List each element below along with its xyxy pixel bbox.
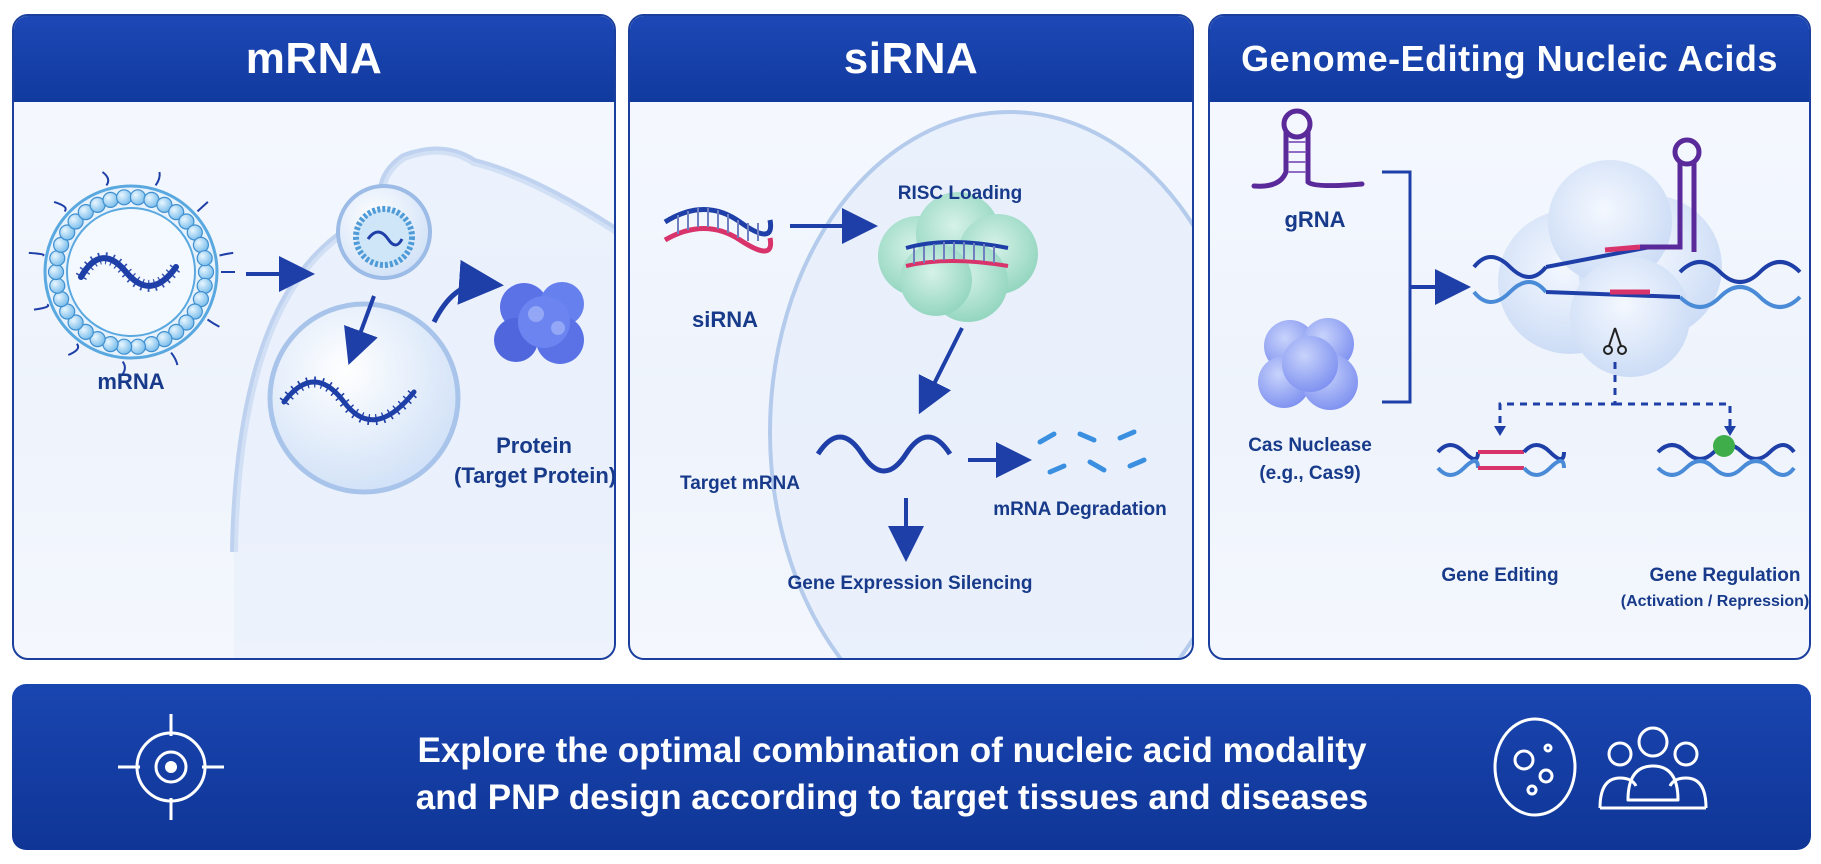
cas-nuclease-sub-label: (e.g., Cas9) <box>1259 463 1361 484</box>
mrna-panel-title: mRNA <box>14 16 614 102</box>
people-icon <box>1598 726 1708 810</box>
mrna-degradation-label: mRNA Degradation <box>993 499 1167 520</box>
sirna-panel: siRNA <box>628 14 1194 660</box>
cas-nuclease-label: Cas Nuclease <box>1248 435 1372 456</box>
grna-icon <box>1251 108 1365 189</box>
silencing-label: Gene Expression Silencing <box>787 573 1033 594</box>
banner-text: Explore the optimal combination of nucle… <box>392 728 1392 822</box>
cas-complex-icon <box>1498 160 1722 377</box>
protein-icon <box>494 282 584 364</box>
genome-panel-title: Genome-Editing Nucleic Acids <box>1210 16 1809 102</box>
banner-line-1: Explore the optimal combination of nucle… <box>417 731 1367 770</box>
target-mrna-label: Target mRNA <box>680 473 800 494</box>
cell-outline <box>768 110 1192 658</box>
genome-panel: Genome-Editing Nucleic Acids <box>1208 14 1811 660</box>
dna-helix-icon <box>1472 244 1802 309</box>
sirna-label: siRNA <box>691 307 758 332</box>
protein-label: Protein <box>496 433 572 458</box>
edited-dna-icon <box>1436 443 1566 477</box>
mrna-fragments-icon <box>1037 429 1147 475</box>
target-mrna-wave <box>815 434 953 474</box>
sirna-illustration <box>663 110 1192 658</box>
scissors-icon <box>1603 327 1627 355</box>
risc-loading-label: RISC Loading <box>897 183 1023 204</box>
cas-nuclease-icon <box>1258 318 1358 410</box>
grna-label: gRNA <box>1284 207 1346 232</box>
target-icon <box>118 714 224 820</box>
bracket <box>1382 170 1412 404</box>
cell-icon <box>1493 717 1577 817</box>
summary-banner: Explore the optimal combination of nucle… <box>12 684 1811 850</box>
mrna-panel: mRNA <box>12 14 616 660</box>
gene-regulation-label: Gene Regulation <box>1649 565 1801 586</box>
endosome <box>267 301 461 495</box>
gene-editing-label: Gene Editing <box>1441 565 1559 586</box>
mrna-illustration <box>28 146 614 658</box>
gene-regulation-sub-label: (Activation / Repression) <box>1620 593 1810 610</box>
mrna-label: mRNA <box>97 369 165 394</box>
small-lnp-icon <box>353 206 415 268</box>
regulator-icon <box>1713 435 1735 457</box>
sirna-duplex-icon <box>663 207 774 254</box>
banner-line-2: and PNP design according to target tissu… <box>415 777 1369 817</box>
risc-complex-icon <box>878 192 1038 322</box>
genome-illustration <box>1251 108 1802 477</box>
lnp-mrna-icon <box>28 171 235 377</box>
sirna-panel-title: siRNA <box>630 16 1192 102</box>
protein-sub-label: (Target Protein) <box>454 463 616 488</box>
